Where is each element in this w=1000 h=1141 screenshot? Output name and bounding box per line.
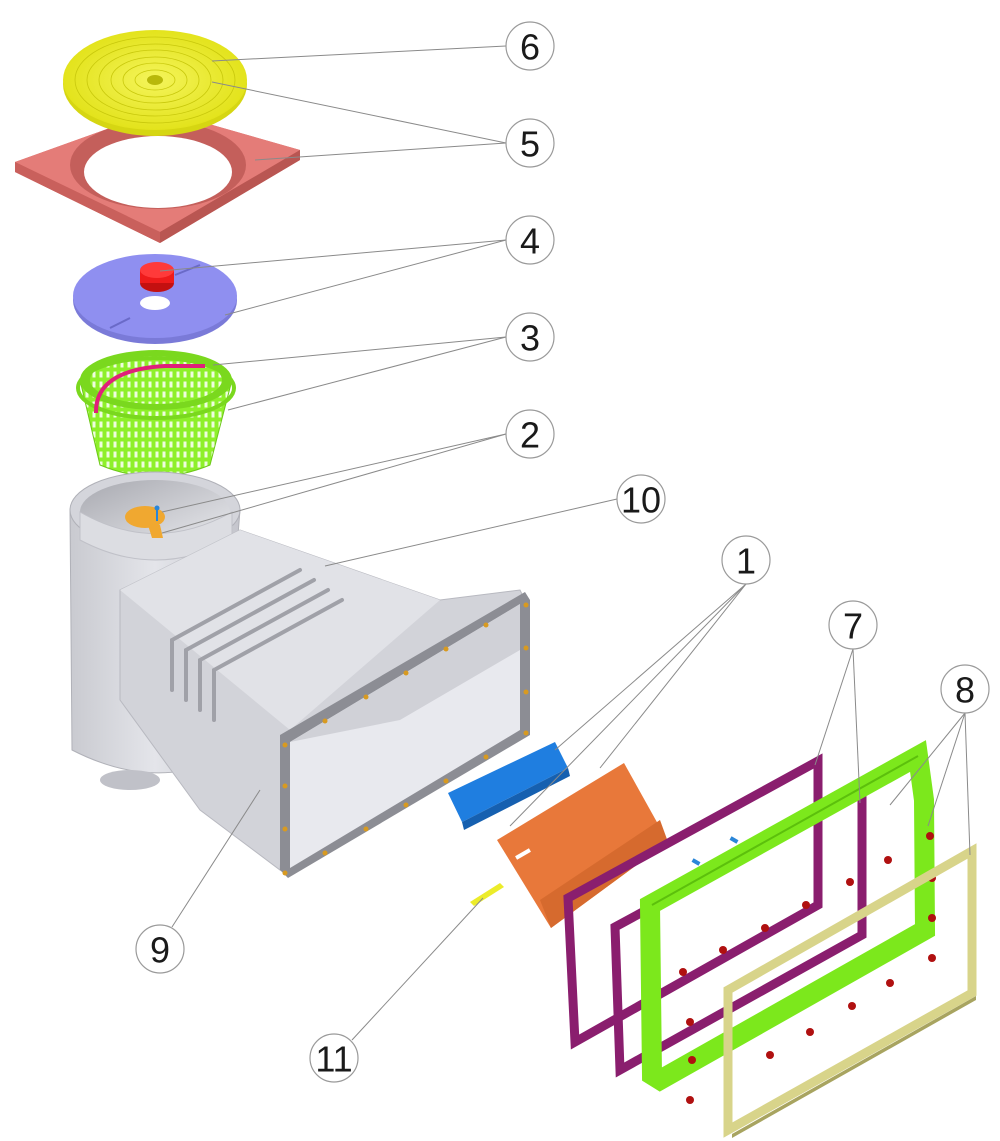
svg-text:8: 8	[955, 670, 975, 711]
svg-text:11: 11	[315, 1039, 352, 1080]
skimmer-body-part	[69, 471, 530, 878]
basket-part	[76, 350, 236, 477]
svg-text:2: 2	[520, 415, 540, 456]
mouth-bolts	[282, 602, 529, 876]
callout-10: 10	[616, 474, 666, 524]
svg-text:4: 4	[520, 221, 540, 262]
frame-screws	[679, 832, 936, 1104]
collar-part	[15, 110, 300, 243]
callout-7: 7	[828, 600, 878, 650]
callout-8: 8	[940, 664, 990, 714]
callout-4: 4	[505, 215, 555, 265]
svg-text:9: 9	[150, 930, 170, 971]
weir-block-part	[448, 742, 570, 830]
svg-text:6: 6	[520, 27, 540, 68]
svg-text:3: 3	[520, 318, 540, 359]
faceplate-part	[723, 843, 977, 1138]
frame-part	[639, 740, 936, 1092]
callout-1: 1	[721, 535, 771, 585]
float-valve-part	[125, 505, 165, 538]
callout-6: 6	[505, 21, 555, 71]
svg-text:1: 1	[736, 541, 756, 582]
callout-2: 2	[505, 409, 555, 459]
gasket-1-part	[563, 753, 823, 1050]
plate-part	[73, 254, 237, 344]
callout-3: 3	[505, 312, 555, 362]
svg-text:7: 7	[843, 606, 863, 647]
svg-text:10: 10	[621, 480, 661, 521]
weir-pin-part	[470, 883, 504, 906]
svg-text:5: 5	[520, 124, 540, 165]
gasket-screws	[691, 836, 739, 866]
lid-part	[63, 30, 247, 136]
callout-9: 9	[135, 924, 185, 974]
callout-11: 11	[309, 1033, 359, 1083]
leader-lines	[159, 45, 971, 1041]
callout-5: 5	[505, 118, 555, 168]
